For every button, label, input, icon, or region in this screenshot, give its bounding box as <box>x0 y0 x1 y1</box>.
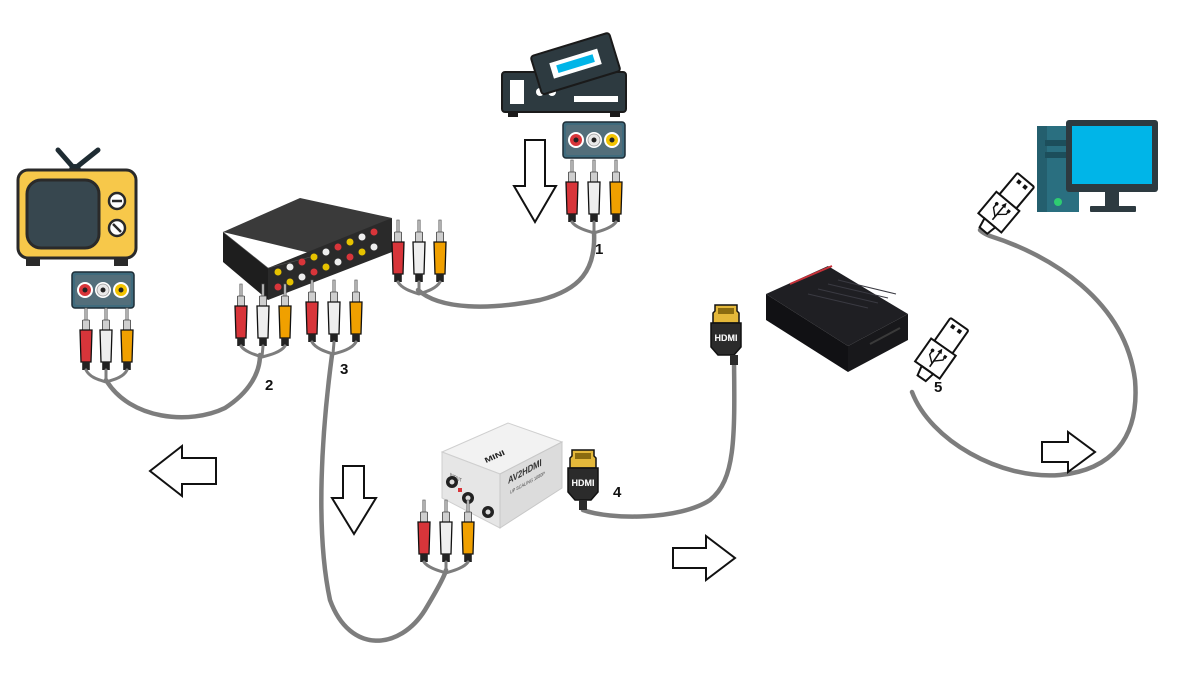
connection-number-4: 4 <box>613 484 622 501</box>
rca-plug-icon <box>327 279 341 343</box>
av-splitter-icon <box>222 198 392 300</box>
vcr-rca-plugs <box>565 159 623 235</box>
rca-plug-icon <box>234 283 248 347</box>
capture-card-icon <box>766 265 908 372</box>
rca-plug-icon <box>349 279 363 343</box>
cable-3 <box>319 352 449 643</box>
capture-hdmi-plug <box>710 304 742 365</box>
av2hdmi-converter-icon: MINI AV2HDMI UP SCALING 1080P INPUT <box>440 422 564 529</box>
connection-number-1: 1 <box>595 241 603 258</box>
converter-hdmi-label: HDMI <box>572 478 595 488</box>
cable-5 <box>909 227 1138 478</box>
splitter-input-rca-plugs <box>391 219 447 296</box>
rca-plug-icon <box>120 307 134 371</box>
vcr-rca-jack-panel-icon <box>562 121 626 159</box>
capture-hdmi-label: HDMI <box>715 333 738 343</box>
cable-1 <box>415 229 597 309</box>
computer-icon <box>1037 120 1158 212</box>
converter-rca-plugs <box>417 499 475 575</box>
rca-plug-icon <box>565 159 579 223</box>
tv-icon <box>16 147 138 266</box>
flow-arrow-icon-right-pc <box>1041 430 1097 474</box>
connection-number-3: 3 <box>340 361 348 378</box>
usb-plug-icon <box>970 169 1039 242</box>
computer-usb-plug <box>970 169 1039 242</box>
hdmi-plug-icon <box>567 449 599 501</box>
rca-plug-icon <box>412 219 426 283</box>
flow-arrow-icon-down-converter <box>330 465 378 536</box>
hdmi-plug-icon <box>710 304 742 356</box>
rca-plug-icon <box>609 159 623 223</box>
rca-plug-icon <box>391 219 405 283</box>
rca-plug-icon <box>433 219 447 283</box>
splitter-output-rca-plugs <box>234 283 292 359</box>
flow-arrow-icon-left-tv <box>148 443 217 499</box>
tv-rca-plugs <box>79 307 134 384</box>
rca-plug-icon <box>99 307 113 371</box>
rca-plug-icon <box>305 279 319 343</box>
connection-number-5: 5 <box>934 379 942 396</box>
rca-plug-icon <box>417 499 431 563</box>
tv-rca-jack-panel-icon <box>71 271 135 309</box>
splitter-aux-rca-plugs <box>305 279 363 356</box>
flow-arrow-icon-right-capture <box>672 533 737 583</box>
flow-arrow-icon-down-vcr <box>512 139 558 224</box>
rca-plug-icon <box>587 159 601 223</box>
usb-plug-icon <box>908 314 973 388</box>
rca-plug-icon <box>79 307 93 371</box>
connection-number-2: 2 <box>265 377 273 394</box>
cable-4 <box>580 357 737 519</box>
vcr-icon <box>501 32 627 117</box>
capture-usb-plug <box>908 314 973 388</box>
rca-plug-icon <box>439 499 453 563</box>
converter-hdmi-plug <box>567 449 599 510</box>
cable-2 <box>103 352 263 420</box>
